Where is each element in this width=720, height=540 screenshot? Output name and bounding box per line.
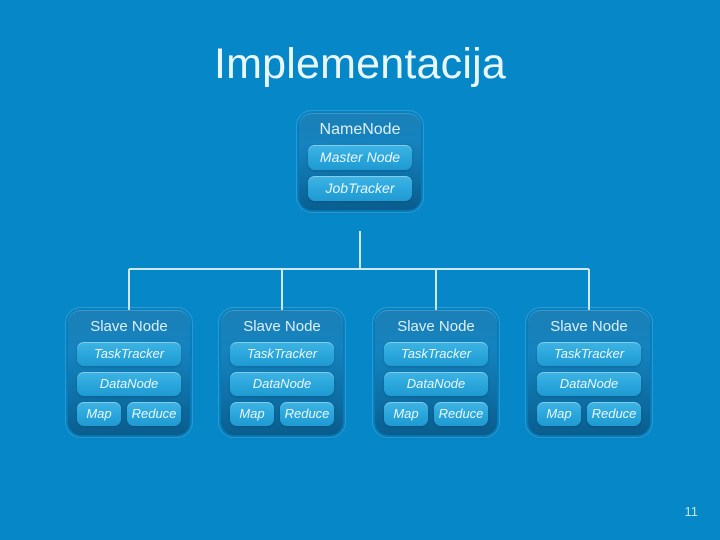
node-slave-4-title: Slave Node bbox=[550, 318, 628, 335]
node-slave-4-task-row: Map Reduce bbox=[537, 402, 641, 426]
node-slave-1-item-map[interactable]: Map bbox=[77, 402, 121, 426]
node-slave-2-title: Slave Node bbox=[243, 318, 321, 335]
node-slave-2-task-row: Map Reduce bbox=[230, 402, 334, 426]
node-slave-2[interactable]: Slave Node TaskTracker DataNode Map Redu… bbox=[218, 307, 346, 438]
node-slave-1-title: Slave Node bbox=[90, 318, 168, 335]
node-slave-2-item-task-tracker[interactable]: TaskTracker bbox=[230, 342, 334, 366]
node-slave-1-task-row: Map Reduce bbox=[77, 402, 181, 426]
node-slave-4[interactable]: Slave Node TaskTracker DataNode Map Redu… bbox=[525, 307, 653, 438]
node-slave-1-item-data-node[interactable]: DataNode bbox=[77, 372, 181, 396]
node-slave-1-item-task-tracker[interactable]: TaskTracker bbox=[77, 342, 181, 366]
node-slave-3-task-row: Map Reduce bbox=[384, 402, 488, 426]
node-slave-4-item-data-node[interactable]: DataNode bbox=[537, 372, 641, 396]
node-master-title: NameNode bbox=[319, 121, 401, 138]
node-slave-4-item-task-tracker[interactable]: TaskTracker bbox=[537, 342, 641, 366]
node-slave-2-item-reduce[interactable]: Reduce bbox=[280, 402, 334, 426]
node-master-item-master-node[interactable]: Master Node bbox=[308, 145, 412, 170]
node-slave-3-item-task-tracker[interactable]: TaskTracker bbox=[384, 342, 488, 366]
node-slave-3[interactable]: Slave Node TaskTracker DataNode Map Redu… bbox=[372, 307, 500, 438]
node-slave-4-item-map[interactable]: Map bbox=[537, 402, 581, 426]
node-slave-3-item-reduce[interactable]: Reduce bbox=[434, 402, 488, 426]
node-slave-1-item-reduce[interactable]: Reduce bbox=[127, 402, 181, 426]
node-master[interactable]: NameNode Master Node JobTracker bbox=[296, 110, 424, 213]
node-slave-2-item-map[interactable]: Map bbox=[230, 402, 274, 426]
node-slave-3-item-map[interactable]: Map bbox=[384, 402, 428, 426]
page-number: 11 bbox=[684, 504, 699, 519]
node-master-item-job-tracker[interactable]: JobTracker bbox=[308, 176, 412, 201]
node-slave-3-title: Slave Node bbox=[397, 318, 475, 335]
node-slave-4-item-reduce[interactable]: Reduce bbox=[587, 402, 641, 426]
node-slave-3-item-data-node[interactable]: DataNode bbox=[384, 372, 488, 396]
node-slave-1[interactable]: Slave Node TaskTracker DataNode Map Redu… bbox=[65, 307, 193, 438]
node-slave-2-item-data-node[interactable]: DataNode bbox=[230, 372, 334, 396]
page-title: Implementacija bbox=[214, 40, 506, 88]
